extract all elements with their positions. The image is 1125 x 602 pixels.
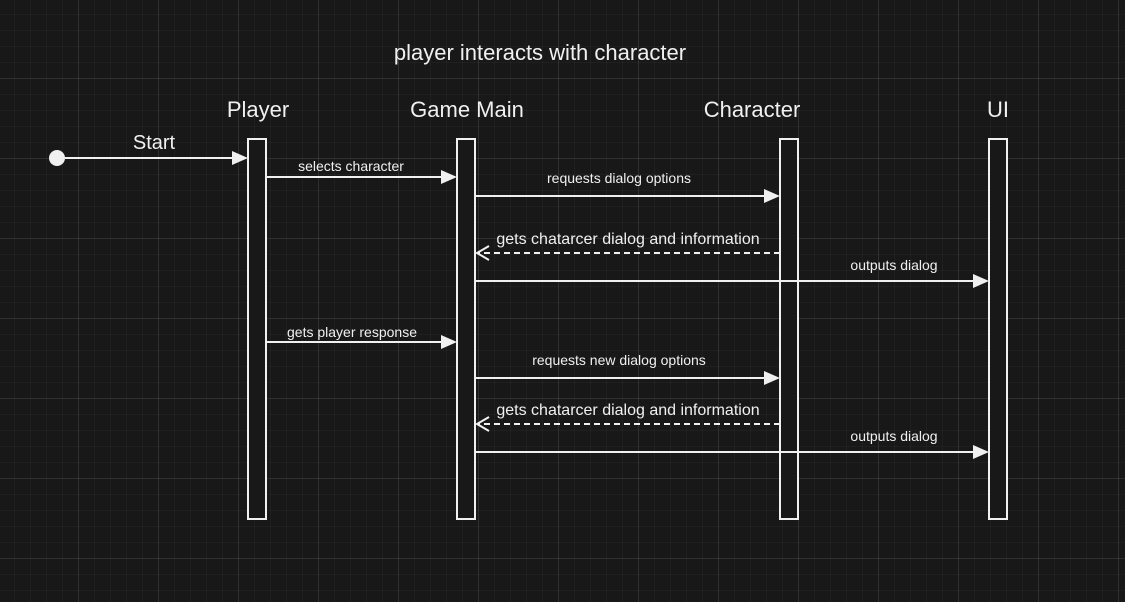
- message-label-requests-dialog-options: requests dialog options: [547, 170, 691, 186]
- arrowhead-icon: [973, 445, 989, 459]
- message-label-requests-new-dialog-options: requests new dialog options: [532, 352, 706, 368]
- lifeline-label-character: Character: [704, 97, 801, 122]
- message-label-selects-character: selects character: [298, 158, 404, 174]
- activation-bar-ui[interactable]: [988, 138, 1008, 520]
- open-arrowhead-icon: [475, 416, 490, 432]
- message-selects-character[interactable]: [266, 170, 457, 184]
- lifeline-label-player: Player: [227, 97, 289, 122]
- message-label-gets-player-response: gets player response: [287, 324, 417, 340]
- activation-bar-game-main[interactable]: [456, 138, 476, 520]
- lifeline-label-ui: UI: [987, 97, 1009, 122]
- message-outputs-dialog-2[interactable]: [475, 445, 989, 459]
- activation-bar-player[interactable]: [247, 138, 267, 520]
- start-label: Start: [133, 132, 176, 154]
- message-label-return-dialog-info-1: gets chatarcer dialog and information: [496, 231, 759, 248]
- message-requests-dialog-options[interactable]: [475, 189, 780, 203]
- message-gets-player-response[interactable]: [266, 335, 457, 349]
- message-label-return-dialog-info-2: gets chatarcer dialog and information: [496, 402, 759, 419]
- message-label-outputs-dialog-1: outputs dialog: [850, 257, 937, 273]
- arrowhead-icon: [441, 170, 457, 184]
- message-outputs-dialog-1[interactable]: [475, 274, 989, 288]
- message-return-dialog-info-2[interactable]: [475, 416, 780, 432]
- arrowhead-icon: [764, 371, 780, 385]
- start-arrowhead-icon: [232, 151, 248, 165]
- diagram-title: player interacts with character: [394, 40, 686, 65]
- lifeline-label-game-main: Game Main: [410, 97, 524, 122]
- arrowhead-icon: [441, 335, 457, 349]
- message-return-dialog-info-1[interactable]: [475, 245, 780, 261]
- message-label-outputs-dialog-2: outputs dialog: [850, 428, 937, 444]
- start-node[interactable]: [49, 150, 248, 166]
- arrowhead-icon: [764, 189, 780, 203]
- arrowhead-icon: [973, 274, 989, 288]
- open-arrowhead-icon: [475, 245, 490, 261]
- activation-bar-character[interactable]: [779, 138, 799, 520]
- start-circle-icon: [49, 150, 65, 166]
- message-requests-new-dialog-options[interactable]: [475, 371, 780, 385]
